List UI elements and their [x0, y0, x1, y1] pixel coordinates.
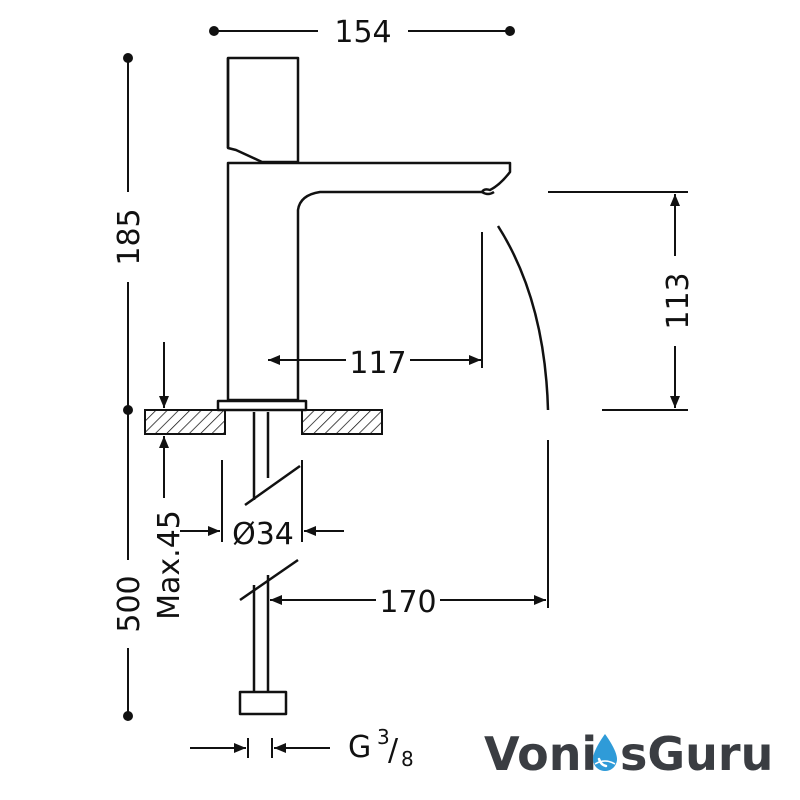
connector-nut [238, 690, 288, 716]
dim-offset-label: 170 [379, 585, 436, 620]
brand-text-part1: Voni [484, 727, 597, 781]
faucet-handle [226, 56, 300, 164]
dim-hole-label: Ø34 [232, 517, 294, 552]
water-stream [496, 225, 550, 411]
dim-outlet-label: 113 [661, 272, 696, 329]
dim-dot [123, 711, 133, 721]
countertop-right [301, 409, 383, 435]
dim-thread-slash: / [388, 733, 399, 768]
dim-hose-label: 500 [112, 575, 147, 632]
brand-logo: Voni sGuru [484, 727, 773, 781]
dim-thread-label: G [348, 730, 371, 765]
countertop-left [144, 409, 226, 435]
dim-width-label: 154 [334, 15, 391, 50]
dim-dot [123, 405, 133, 415]
dim-reach-label: 117 [349, 346, 406, 381]
faucet-body [226, 161, 512, 402]
dim-dot [209, 26, 219, 36]
dim-deck-label: Max.45 [152, 510, 187, 620]
spout-tip [481, 190, 495, 196]
dim-height-label: 185 [112, 208, 147, 265]
base-flange [216, 399, 308, 412]
water-drop-icon [593, 734, 617, 771]
dim-dot [505, 26, 515, 36]
dim-thread-numerator: 3 [377, 725, 390, 749]
dim-dot [123, 53, 133, 63]
brand-text-part2: sGuru [620, 727, 773, 781]
supply-pipe-break-upper [244, 464, 301, 507]
dim-thread-denominator: 8 [401, 747, 414, 771]
